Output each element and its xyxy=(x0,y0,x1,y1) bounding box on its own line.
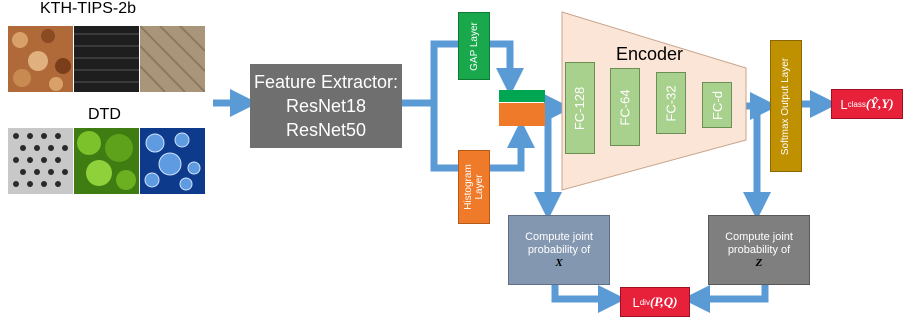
prob-z-line1: Compute joint xyxy=(725,230,793,243)
joint-probability-x-box: Compute joint probability of X xyxy=(508,215,610,285)
fc-d-label: FC-d xyxy=(709,90,725,120)
gap-layer: GAP Layer xyxy=(458,12,490,80)
concat-histogram-segment xyxy=(499,103,545,126)
div-loss-args: (P,Q) xyxy=(649,294,678,309)
fc-32-layer: FC-32 xyxy=(656,72,686,134)
prob-z-line2: probability of xyxy=(727,243,791,256)
histogram-layer-label: Histogram Layer xyxy=(463,164,485,210)
feature-extractor-box: Feature Extractor: ResNet18 ResNet50 xyxy=(250,64,402,148)
softmax-label: Softmax Output Layer xyxy=(780,57,792,155)
texture-image-moss xyxy=(74,128,139,194)
class-loss-args: (Ŷ,Y) xyxy=(865,96,894,111)
div-loss-symbol: L xyxy=(632,294,640,310)
gap-layer-label: GAP Layer xyxy=(468,21,480,71)
histogram-layer: Histogram Layer xyxy=(458,150,490,224)
class-loss-symbol: L xyxy=(840,96,848,112)
texture-image-cork xyxy=(8,26,73,92)
texture-image-dark-fabric xyxy=(74,26,139,92)
feature-extractor-resnet18: ResNet18 xyxy=(285,96,367,116)
prob-z-variable: Z xyxy=(755,256,763,269)
joint-probability-z-box: Compute joint probability of Z xyxy=(708,215,810,285)
prob-x-line2: probability of xyxy=(527,243,591,256)
softmax-output-layer: Softmax Output Layer xyxy=(770,40,802,172)
concat-gap-segment xyxy=(499,90,545,102)
fc-64-label: FC-64 xyxy=(617,88,633,126)
feature-extractor-resnet50: ResNet50 xyxy=(285,120,367,140)
fc-32-label: FC-32 xyxy=(663,84,679,122)
fc-128-layer: FC-128 xyxy=(565,62,595,154)
prob-x-line1: Compute joint xyxy=(525,230,593,243)
histogram-label-line2: Layer xyxy=(474,174,486,200)
texture-image-knit xyxy=(140,26,205,92)
histogram-label-line1: Histogram xyxy=(463,164,475,210)
kth-tips-title: KTH-TIPS-2b xyxy=(40,0,137,17)
class-loss-subscript: class xyxy=(847,99,866,109)
dtd-title: DTD xyxy=(88,106,121,123)
fc-64-layer: FC-64 xyxy=(610,68,640,146)
texture-image-bubbles xyxy=(140,128,205,194)
fc-d-layer: FC-d xyxy=(702,82,732,128)
encoder-trapezoid xyxy=(561,11,747,191)
fc-128-label: FC-128 xyxy=(572,86,588,130)
prob-x-variable: X xyxy=(555,256,563,269)
encoder-title: Encoder xyxy=(616,44,684,64)
texture-image-perforated xyxy=(8,128,73,194)
feature-extractor-title: Feature Extractor: xyxy=(253,72,399,92)
div-loss-subscript: div xyxy=(639,297,650,307)
